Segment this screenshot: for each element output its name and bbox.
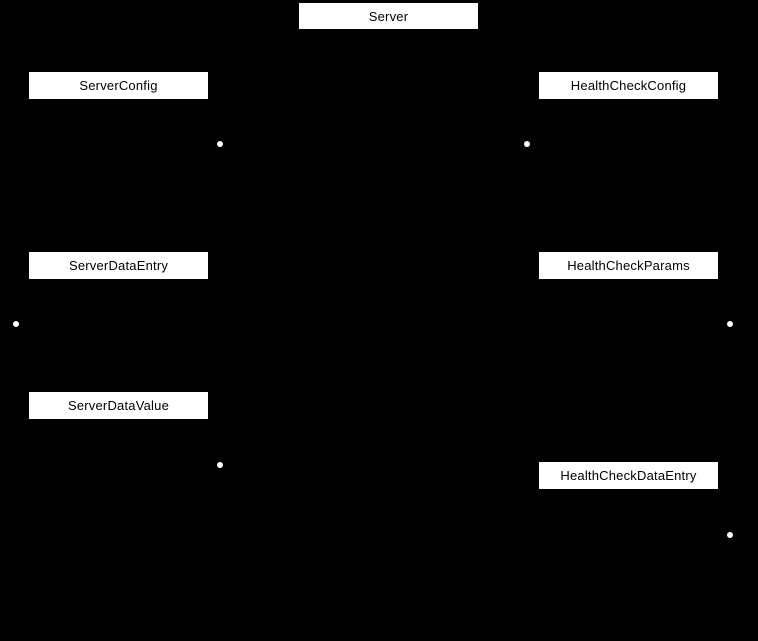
node-health-check-data-entry: HealthCheckDataEntry: [539, 462, 718, 489]
node-health-check-config: HealthCheckConfig: [539, 72, 718, 99]
connector-dot: [524, 141, 530, 147]
connector-dot: [217, 462, 223, 468]
connector-dot: [727, 532, 733, 538]
node-server: Server: [299, 3, 478, 29]
node-server-config: ServerConfig: [29, 72, 208, 99]
connector-dot: [217, 141, 223, 147]
node-server-data-entry: ServerDataEntry: [29, 252, 208, 279]
connector-dot: [727, 321, 733, 327]
node-server-data-value: ServerDataValue: [29, 392, 208, 419]
node-health-check-params: HealthCheckParams: [539, 252, 718, 279]
connector-dot: [13, 321, 19, 327]
